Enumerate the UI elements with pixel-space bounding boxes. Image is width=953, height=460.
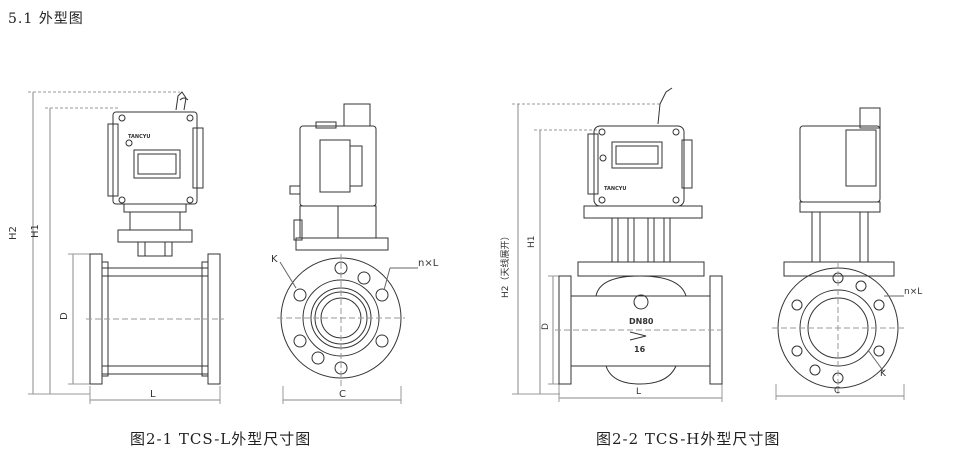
- brand-logo: TANCYU: [128, 134, 150, 140]
- figure-tcs-l-drawing: H2 H1 D L C K n×L TANCYU: [8, 91, 439, 404]
- dim-l: L: [636, 387, 641, 397]
- dim-k: K: [271, 254, 278, 265]
- figure2-caption: 图2-2 TCS-H外型尺寸图: [596, 430, 781, 448]
- figure-tcs-h-drawing: H2（天线展开） H1 D L C K n×L TANCYU DN80 16: [499, 87, 922, 402]
- dim-c: C: [339, 389, 346, 400]
- dim-h1: H1: [30, 224, 41, 238]
- dim-h1: H1: [527, 236, 537, 249]
- dim-d: D: [59, 312, 70, 320]
- dim-h2: H2: [8, 226, 19, 240]
- body-pressure-mark: 16: [634, 345, 646, 354]
- brand-logo: TANCYU: [604, 186, 626, 192]
- dim-nxl: n×L: [904, 287, 922, 297]
- body-size-mark: DN80: [629, 317, 654, 326]
- dim-k: K: [880, 369, 887, 379]
- dim-d: D: [541, 323, 551, 330]
- dim-h2: H2（天线展开）: [499, 232, 511, 299]
- dim-l: L: [150, 389, 156, 400]
- section-title: 5.1 外型图: [8, 11, 84, 27]
- figure1-caption: 图2-1 TCS-L外型尺寸图: [130, 430, 312, 448]
- dim-c: C: [834, 386, 840, 396]
- dim-nxl: n×L: [418, 258, 439, 269]
